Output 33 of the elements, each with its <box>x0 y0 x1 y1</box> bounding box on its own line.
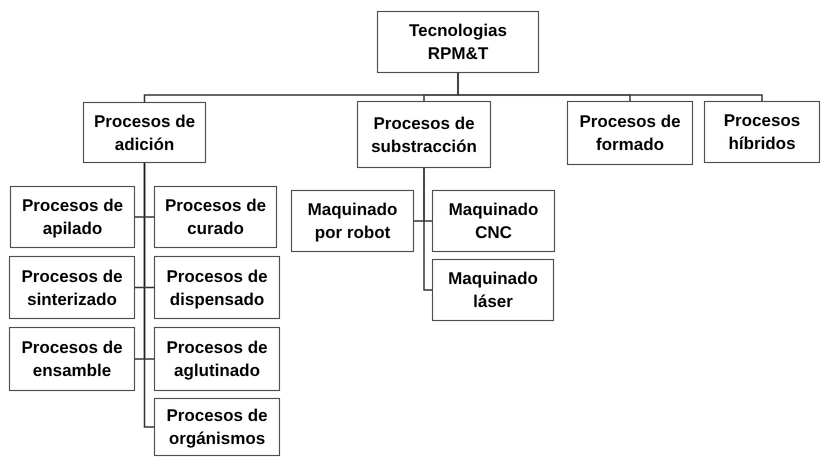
box-label: Procesos de sinterizado <box>20 266 124 310</box>
box-label: Procesos híbridos <box>722 110 802 155</box>
process-box <box>567 101 693 165</box>
box-label: Procesos de formado <box>578 111 682 156</box>
process-box <box>377 11 539 73</box>
box-label: Procesos de orgánismos <box>165 405 269 450</box>
process-box <box>10 186 135 248</box>
box-label: Tecnologias RPM&T <box>408 20 508 65</box>
box-label: Procesos de dispensado <box>165 266 269 310</box>
process-box <box>154 398 280 456</box>
process-box <box>154 186 277 248</box>
process-box <box>83 102 206 163</box>
box-label: Procesos de adición <box>92 110 196 156</box>
process-box <box>432 259 554 321</box>
connector-line <box>423 168 432 291</box>
process-box <box>357 101 491 168</box>
process-box <box>154 327 280 391</box>
box-label: Procesos de curado <box>164 195 268 240</box>
process-box <box>291 190 414 252</box>
process-box <box>432 190 555 252</box>
box-label: Procesos de ensamble <box>20 337 124 382</box>
connector-line <box>457 73 763 101</box>
connector-line <box>144 163 154 428</box>
box-label: Maquinado por robot <box>306 199 398 244</box>
box-label: Procesos de aglutinado <box>165 337 269 382</box>
process-box <box>154 256 280 319</box>
process-box <box>704 101 820 163</box>
process-box <box>9 256 135 319</box>
box-label: Maquinado CNC <box>448 199 540 244</box>
box-label: Procesos de substracción <box>370 112 478 158</box>
box-label: Maquinado láser <box>447 268 539 313</box>
box-label: Procesos de apilado <box>20 195 124 240</box>
process-box <box>9 327 135 391</box>
